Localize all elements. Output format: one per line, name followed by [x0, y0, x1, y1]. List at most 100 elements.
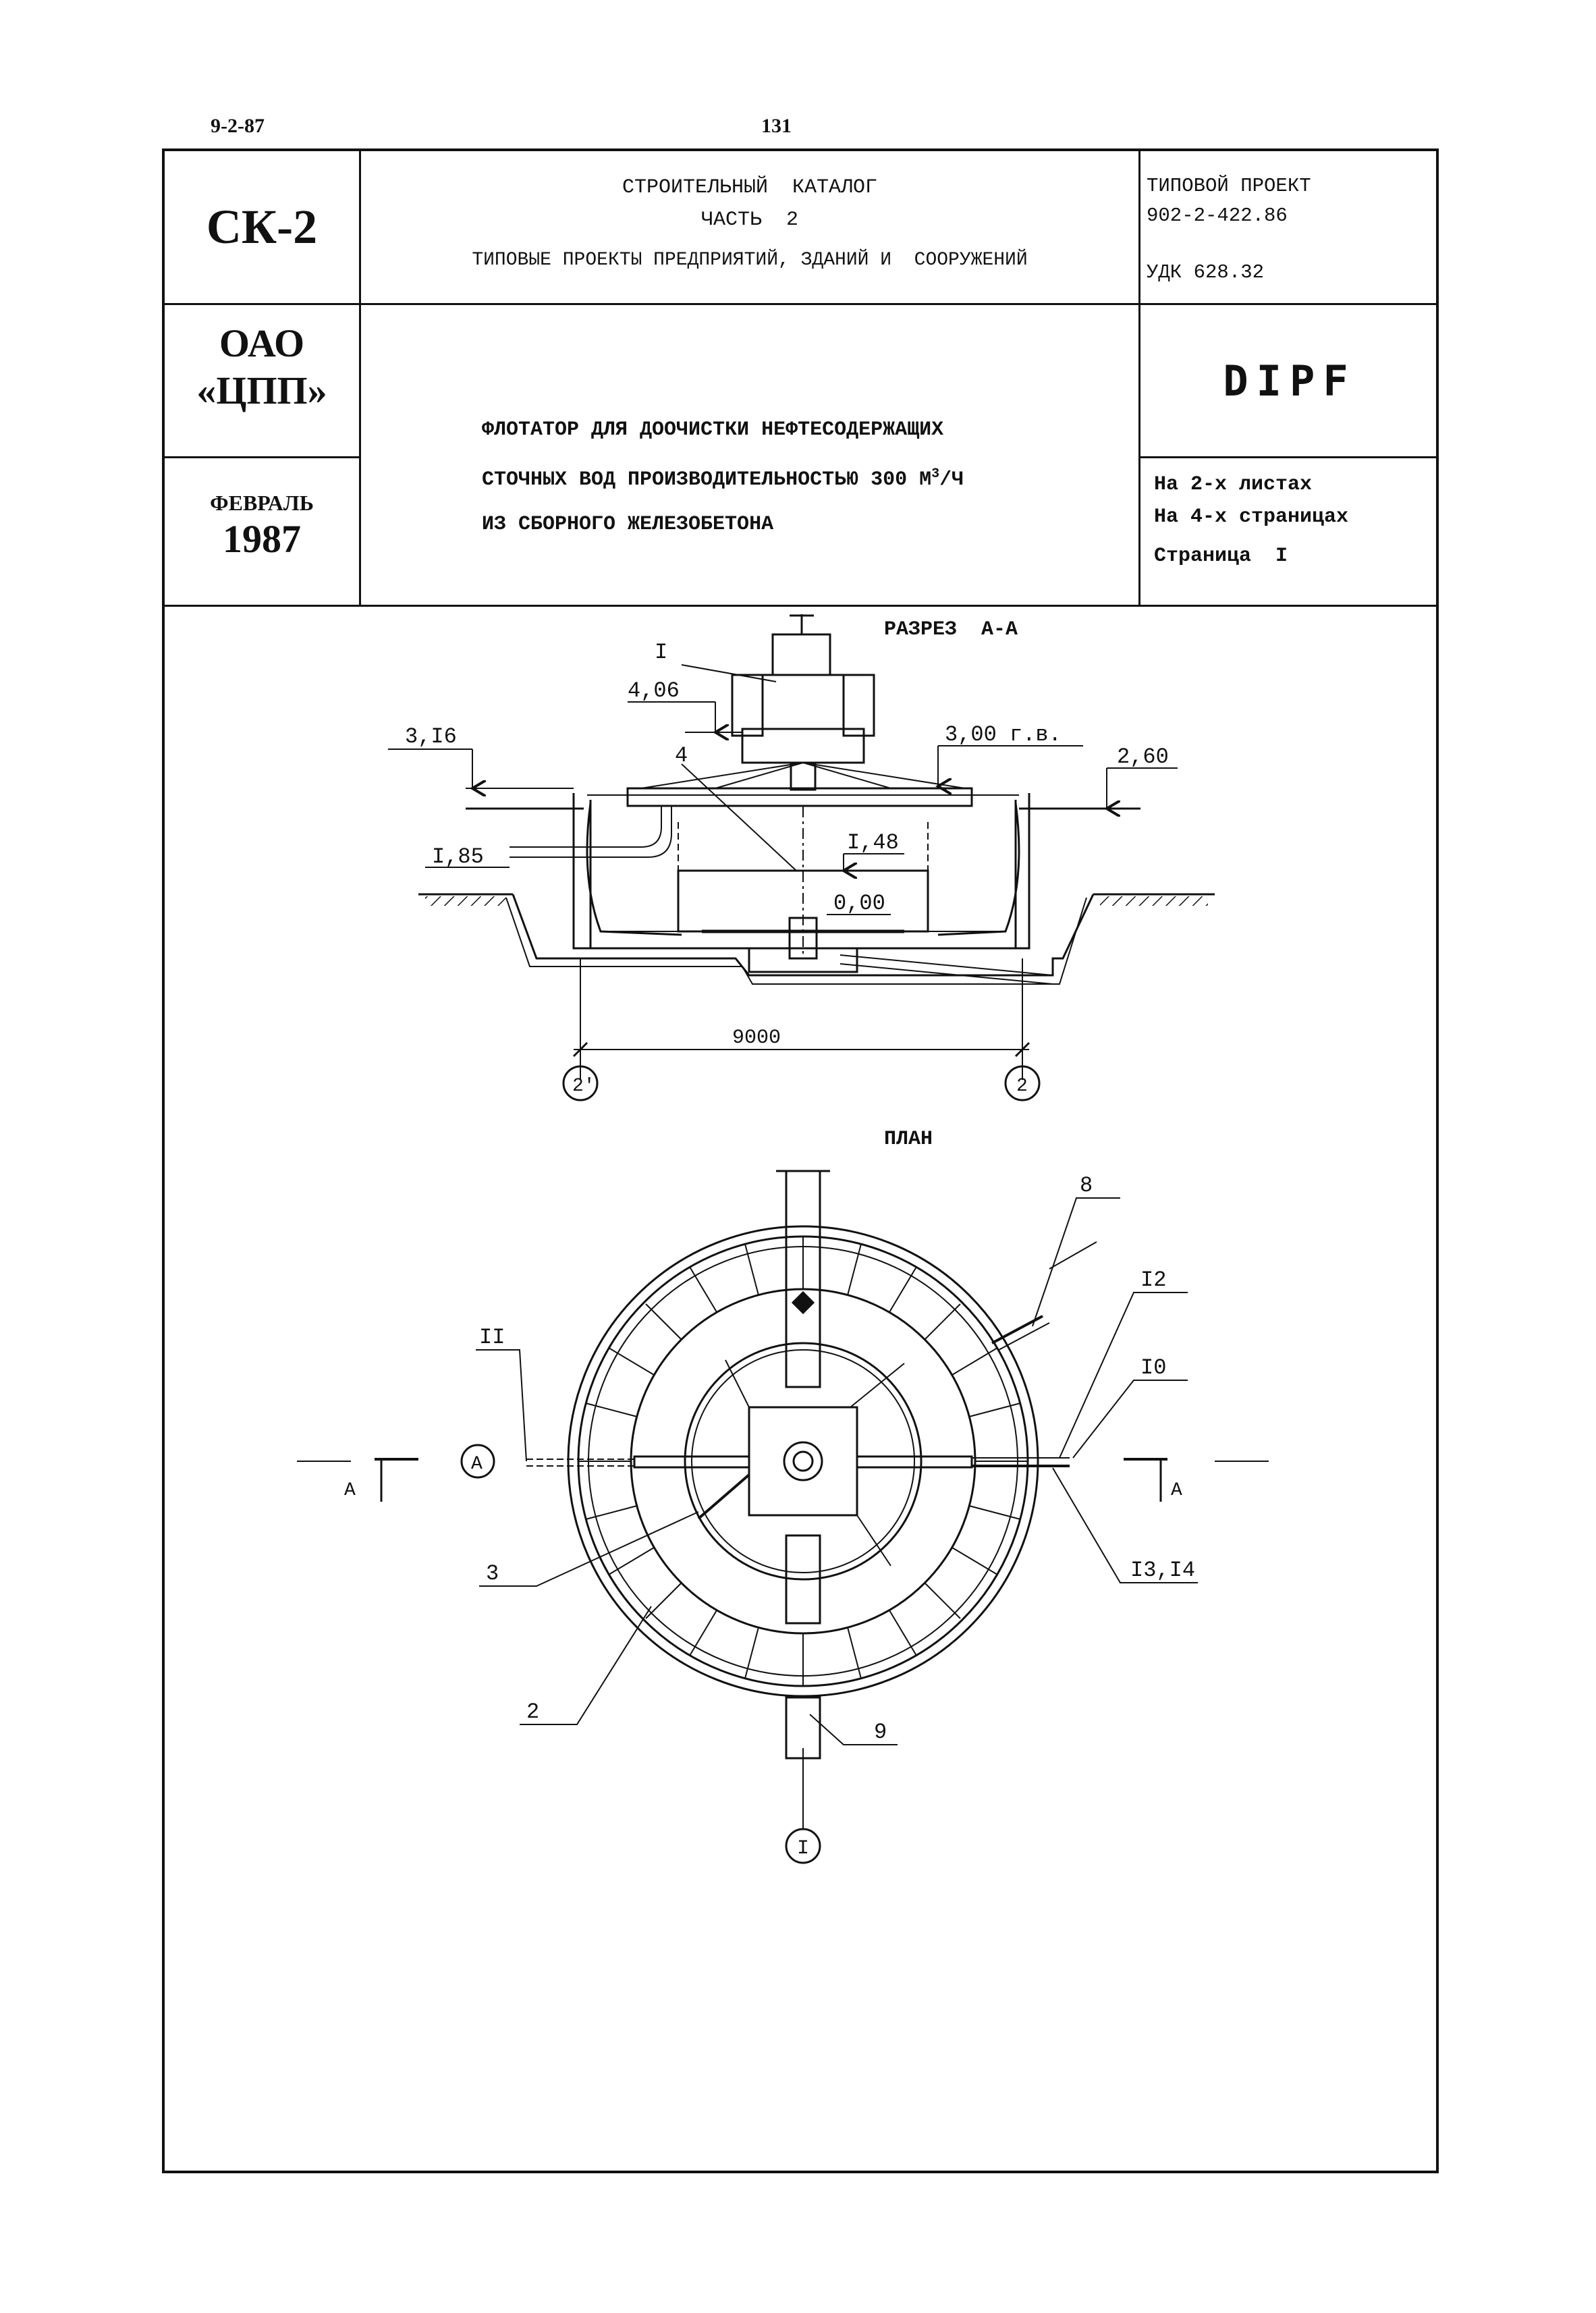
pipe-8-b — [998, 1322, 1050, 1351]
axis-bubble-A — [460, 1444, 495, 1479]
leader-2 — [520, 1606, 652, 1725]
elev-316: 3,I6 — [405, 724, 457, 749]
callout-I: I — [655, 640, 667, 665]
callout-3: 3 — [486, 1561, 499, 1586]
tank-shell-left — [586, 802, 682, 936]
rod-2 — [802, 762, 966, 789]
drawing-frame: СК-2 СТРОИТЕЛЬНЫЙ КАТАЛОГ ЧАСТЬ 2 ТИПОВЫ… — [162, 148, 1439, 2173]
axis-label-I: I — [797, 1837, 809, 1860]
stamp-row-divider-1 — [165, 303, 1439, 305]
drive-base — [741, 728, 865, 764]
code-cell: DIPF — [1140, 305, 1439, 456]
callout-8: 8 — [1080, 1173, 1093, 1198]
callout-11: II — [479, 1325, 505, 1350]
central-chamber — [748, 1406, 858, 1517]
arm-east — [856, 1455, 973, 1469]
leader-I — [681, 664, 777, 682]
month-label: ФЕВРАЛЬ — [210, 491, 314, 515]
impeller-hub — [788, 917, 818, 960]
catalog-line-1: СТРОИТЕЛЬНЫЙ КАТАЛОГ — [622, 176, 878, 199]
title-line-2: СТОЧНЫХ ВОД ПРОИЗВОДИТЕЛЬНОСТЬЮ 300 М3/Ч — [482, 466, 964, 491]
arm-west — [633, 1455, 750, 1469]
elev-300: 3,00 г.в. — [945, 722, 1062, 747]
axis-label-right: 2 — [1016, 1076, 1028, 1097]
title-line-1: ФЛОТАТОР ДЛЯ ДООЧИСТКИ НЕФТЕСОДЕРЖАЩИХ — [482, 418, 944, 441]
drive-motor — [761, 674, 845, 730]
valve-marker — [791, 1290, 815, 1315]
sheets-count: На 2-х листах — [1154, 473, 1313, 496]
leader-4 — [681, 763, 797, 871]
excavation-profile-outer — [505, 897, 1087, 985]
axis-bubble-right — [1004, 1065, 1041, 1101]
elev-148: I,48 — [847, 830, 899, 855]
series-cell: СК-2 — [165, 151, 359, 303]
title-line-3: ИЗ СБОРНОГО ЖЕЛЕЗОБЕТОНА — [482, 513, 774, 536]
stamp-row-divider-3 — [1138, 456, 1439, 458]
org-line-1: ОАО — [219, 321, 305, 365]
scraper-3 — [725, 1359, 750, 1408]
inner-cylinder-ring-2 — [691, 1349, 915, 1573]
project-cell: ТИПОВОЙ ПРОЕКТ 902-2-422.86 УДК 628.32 — [1147, 171, 1437, 300]
leader-1314 — [1052, 1467, 1198, 1583]
plan-view — [297, 1170, 1269, 1864]
series-label: СК-2 — [206, 200, 318, 254]
stamp-divider-1 — [359, 151, 361, 607]
dim-tick-left — [572, 1041, 588, 1058]
leader-3 — [479, 1511, 699, 1587]
cut-label-right: A — [1171, 1480, 1182, 1501]
page-label: Страница I — [1154, 545, 1288, 568]
sump — [748, 948, 858, 973]
callout-12: I2 — [1140, 1268, 1166, 1292]
tank-shell-right — [937, 802, 1020, 936]
page-number: 131 — [761, 115, 792, 137]
section-view — [388, 614, 1215, 1101]
axis-bubble-left — [562, 1065, 599, 1101]
scraper-1 — [697, 1473, 750, 1520]
central-shaft-outer — [783, 1441, 823, 1481]
leader-9 — [809, 1714, 898, 1745]
leader-10 — [1072, 1380, 1188, 1459]
outer-wall-1 — [567, 1225, 1039, 1697]
scraper-2 — [850, 1363, 905, 1408]
dim-tick-right — [1014, 1041, 1030, 1058]
ground-hatch-right — [1100, 896, 1208, 906]
catalog-cell: СТРОИТЕЛЬНЫЙ КАТАЛОГ ЧАСТЬ 2 ТИПОВЫЕ ПРО… — [361, 171, 1138, 300]
callout-9: 9 — [874, 1720, 887, 1745]
stamp-row-divider-2 — [165, 456, 359, 458]
elev-000: 0,00 — [833, 891, 885, 916]
project-number: 902-2-422.86 — [1147, 205, 1288, 227]
axis-label-A: A — [471, 1454, 483, 1475]
leader-8 — [1032, 1197, 1120, 1327]
shaft-upper — [790, 761, 817, 791]
segment-lines — [578, 1236, 1028, 1686]
channel-south — [785, 1534, 821, 1625]
cover-slab — [626, 787, 973, 807]
callout-1314: I3,I4 — [1130, 1558, 1195, 1583]
central-shaft-inner — [792, 1450, 814, 1472]
udk-code: УДК 628.32 — [1147, 261, 1265, 283]
rod-1 — [640, 762, 804, 789]
catalog-line-3: ТИПОВЫЕ ПРОЕКТЫ ПРЕДПРИЯТИЙ, ЗДАНИЙ И СО… — [472, 250, 1028, 271]
dim-9000: 9000 — [732, 1027, 781, 1050]
leader-11 — [476, 1349, 527, 1462]
section-title: РАЗРЕЗ А-А — [884, 618, 1018, 641]
stamp-divider-2 — [1138, 151, 1140, 607]
inlet-pipe — [510, 807, 672, 858]
date-cell: ФЕВРАЛЬ 1987 — [165, 458, 359, 605]
cut-label-left: A — [344, 1480, 356, 1501]
drive-housing-left — [731, 674, 764, 737]
plan-title: ПЛАН — [884, 1128, 933, 1151]
arrow-8 — [1049, 1241, 1097, 1270]
segment-ring — [630, 1288, 976, 1635]
inner-cylinder-ring — [684, 1342, 923, 1581]
org-cell: ОАО «ЦПП» — [165, 305, 359, 456]
excavation-profile — [512, 894, 1095, 977]
document-code: DIPF — [1223, 356, 1356, 406]
year-label: 1987 — [223, 517, 301, 561]
rod-3 — [715, 762, 804, 789]
elev-185: I,85 — [432, 844, 484, 869]
title-cell: ФЛОТАТОР ДЛЯ ДООЧИСТКИ НЕФТЕСОДЕРЖАЩИХ С… — [482, 408, 1130, 603]
leader-12 — [1059, 1292, 1188, 1459]
catalog-line-2: ЧАСТЬ 2 — [700, 209, 799, 232]
